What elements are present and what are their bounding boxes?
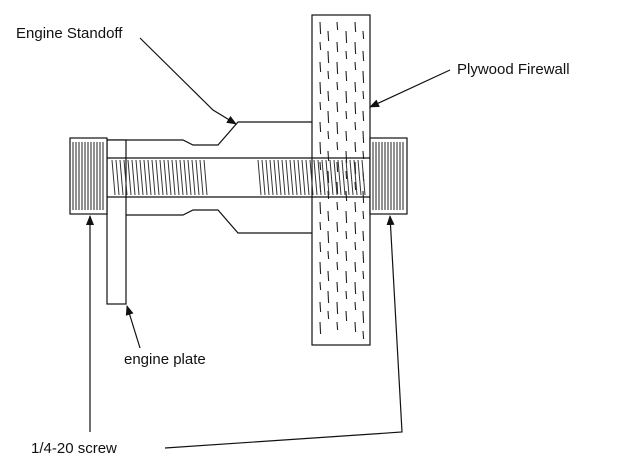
- label-plywood-firewall: Plywood Firewall: [457, 61, 570, 78]
- knurl-right: [372, 142, 404, 210]
- leader-engine-plate: [125, 305, 141, 349]
- screw-head-left: [69, 137, 108, 215]
- screw-shaft: [107, 157, 370, 198]
- leader-engine-standoff: [139, 37, 237, 125]
- thread-section-left: [111, 159, 208, 196]
- engine-plate: [106, 139, 127, 305]
- label-screw: 1/4-20 screw: [31, 440, 117, 457]
- leader-screw-right: [164, 215, 403, 449]
- thread-section-right: [257, 159, 366, 196]
- plywood-firewall: [311, 14, 371, 346]
- knurl-left: [72, 142, 104, 210]
- label-engine-standoff: Engine Standoff: [16, 25, 123, 42]
- leader-plywood-firewall: [369, 69, 451, 108]
- label-engine-plate: engine plate: [124, 351, 206, 368]
- screw-head-right: [369, 137, 408, 215]
